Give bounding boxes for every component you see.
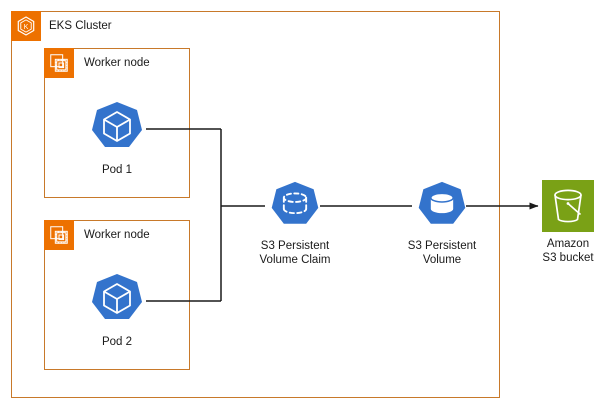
amazon-s3-bucket-node[interactable]: Amazon S3 bucket: [526, 180, 610, 265]
pod-2-caption: Pod 2: [101, 336, 133, 348]
amazon-s3-bucket-icon: [542, 180, 594, 232]
persistent-volume-claim-caption: S3 Persistent Volume Claim: [259, 240, 331, 266]
svg-text:K: K: [24, 24, 29, 31]
worker-node-1-group-box: [44, 48, 190, 198]
eks-cluster-label: EKS Cluster: [49, 20, 112, 32]
persistent-volume-claim-icon: [267, 180, 323, 234]
worker-node-1-label: Worker node: [84, 57, 150, 69]
kubernetes-pod-icon: [87, 272, 147, 330]
persistent-volume-caption: S3 Persistent Volume: [407, 240, 477, 266]
persistent-volume-node[interactable]: S3 Persistent Volume: [383, 180, 501, 267]
pod-1-node[interactable]: Pod 1: [77, 100, 157, 177]
eks-cluster-group-box: [11, 11, 500, 398]
worker-node-icon: [44, 220, 74, 250]
pod-2-node[interactable]: Pod 2: [77, 272, 157, 349]
pod-1-caption: Pod 1: [101, 164, 133, 176]
persistent-volume-icon: [414, 180, 470, 234]
kubernetes-pod-icon: [87, 100, 147, 158]
worker-node-icon: [44, 48, 74, 78]
worker-node-2-label: Worker node: [84, 229, 150, 241]
persistent-volume-claim-node[interactable]: S3 Persistent Volume Claim: [236, 180, 354, 267]
worker-node-2-group-box: [44, 220, 190, 370]
amazon-s3-bucket-caption: Amazon S3 bucket: [542, 238, 594, 264]
eks-cluster-icon: K: [11, 11, 41, 41]
